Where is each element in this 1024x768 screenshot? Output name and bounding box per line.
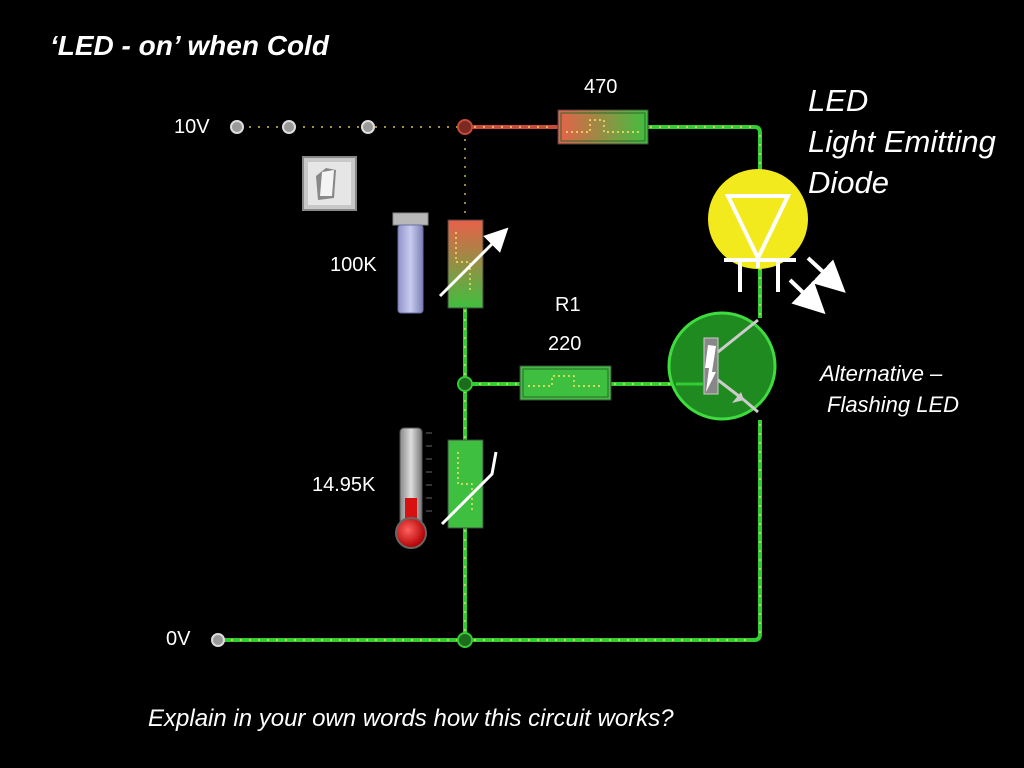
r1-value-label: 220 [548, 333, 582, 355]
question-prompt: Explain in your own words how this circu… [148, 705, 674, 732]
variable-resistor-label: 100K [330, 254, 377, 276]
emitter-arrow-icon [732, 392, 744, 403]
transistor[interactable] [667, 311, 777, 421]
thermistor-value-label: 14.95K [312, 474, 376, 496]
terminal-10v[interactable] [230, 120, 244, 134]
alternative-note-line2: Flashing LED [827, 392, 960, 417]
light-ray-icon [788, 278, 826, 315]
wires [218, 125, 762, 642]
variable-resistor-100k[interactable] [438, 219, 509, 309]
junction-node-bottom [457, 632, 473, 648]
led-description-line1: LED [808, 83, 869, 118]
junction-node-top [457, 119, 473, 135]
r1-name-label: R1 [555, 294, 581, 316]
variable-arrow-icon [438, 227, 509, 298]
slide-title: ‘LED - on’ when Cold [50, 30, 329, 61]
switch-contact-1 [282, 120, 296, 134]
alternative-note: Alternative – Flashing LED [820, 358, 959, 420]
resistor-470-label: 470 [584, 76, 618, 98]
led-description-line3: Diode [808, 165, 889, 200]
ground-label: 0V [166, 628, 191, 650]
led-description: LED Light Emitting Diode [808, 80, 996, 203]
potentiometer-slider[interactable] [392, 212, 429, 314]
terminal-0v[interactable] [211, 633, 225, 647]
thermometer-icon[interactable] [395, 427, 432, 549]
resistor-470[interactable] [557, 109, 649, 145]
thermistor[interactable] [440, 439, 498, 529]
wire-emitter-to-ground [753, 420, 762, 642]
toggle-switch-button[interactable] [302, 156, 357, 211]
led[interactable] [708, 169, 846, 315]
led-description-line2: Light Emitting [808, 124, 996, 159]
led-diode-symbol-icon [724, 194, 792, 263]
junction-node-middle [457, 376, 473, 392]
supply-voltage-label: 10V [174, 116, 210, 138]
resistor-r1-220[interactable] [519, 365, 612, 401]
thermistor-symbol-icon [440, 451, 498, 526]
light-ray-icon [806, 256, 846, 293]
wire-to-led [754, 125, 762, 180]
switch-contact-2 [361, 120, 375, 134]
alternative-note-line1: Alternative – [820, 361, 943, 386]
